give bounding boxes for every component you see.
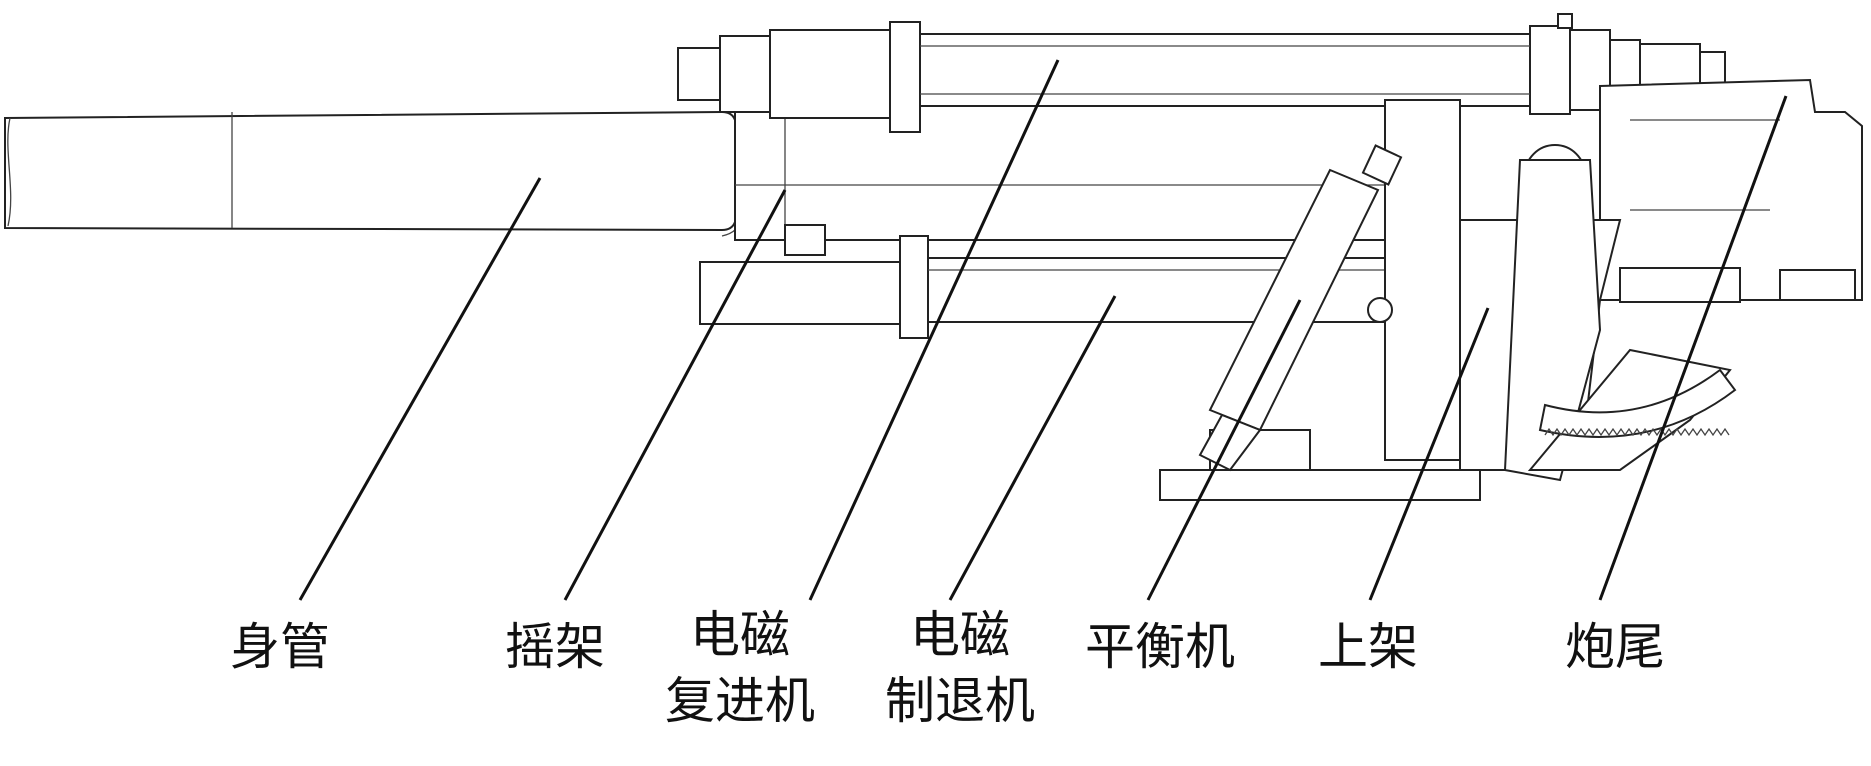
label-breech-text: 炮尾 <box>1565 618 1665 676</box>
leader-recuperator <box>808 59 1060 601</box>
leader-recoil-brake <box>948 295 1117 601</box>
equilibrator-drawing <box>1198 144 1403 472</box>
cradle-drawing <box>734 99 1396 256</box>
label-breech: 炮尾 <box>1565 622 1665 672</box>
label-upper-carriage-text: 上架 <box>1318 618 1418 676</box>
label-cradle-text: 摇架 <box>505 618 605 676</box>
barrel-drawing <box>4 105 741 237</box>
label-recuperator-line1: 电磁 <box>690 606 790 664</box>
label-barrel: 身管 <box>230 622 330 672</box>
label-recoil-brake-line2: 制退机 <box>885 672 1035 730</box>
breech-drawing <box>1599 78 1863 303</box>
label-equilibrator: 平衡机 <box>1085 622 1235 672</box>
leader-barrel <box>298 177 542 601</box>
label-recuperator: 电磁 复进机 <box>665 610 815 726</box>
label-barrel-text: 身管 <box>230 618 330 676</box>
leader-upper-carriage <box>1368 307 1490 601</box>
leader-breech <box>1598 95 1788 601</box>
leader-equilibrator <box>1146 299 1302 601</box>
label-cradle: 摇架 <box>505 622 605 672</box>
recuperator-drawing <box>677 13 1726 133</box>
label-equilibrator-text: 平衡机 <box>1085 618 1235 676</box>
label-recoil-brake: 电磁 制退机 <box>885 610 1035 726</box>
label-recuperator-line2: 复进机 <box>665 672 815 730</box>
leader-cradle <box>563 189 787 601</box>
label-recoil-brake-line1: 电磁 <box>910 606 1010 664</box>
gear-sector-drawing <box>1538 368 1737 438</box>
label-upper-carriage: 上架 <box>1318 622 1418 672</box>
